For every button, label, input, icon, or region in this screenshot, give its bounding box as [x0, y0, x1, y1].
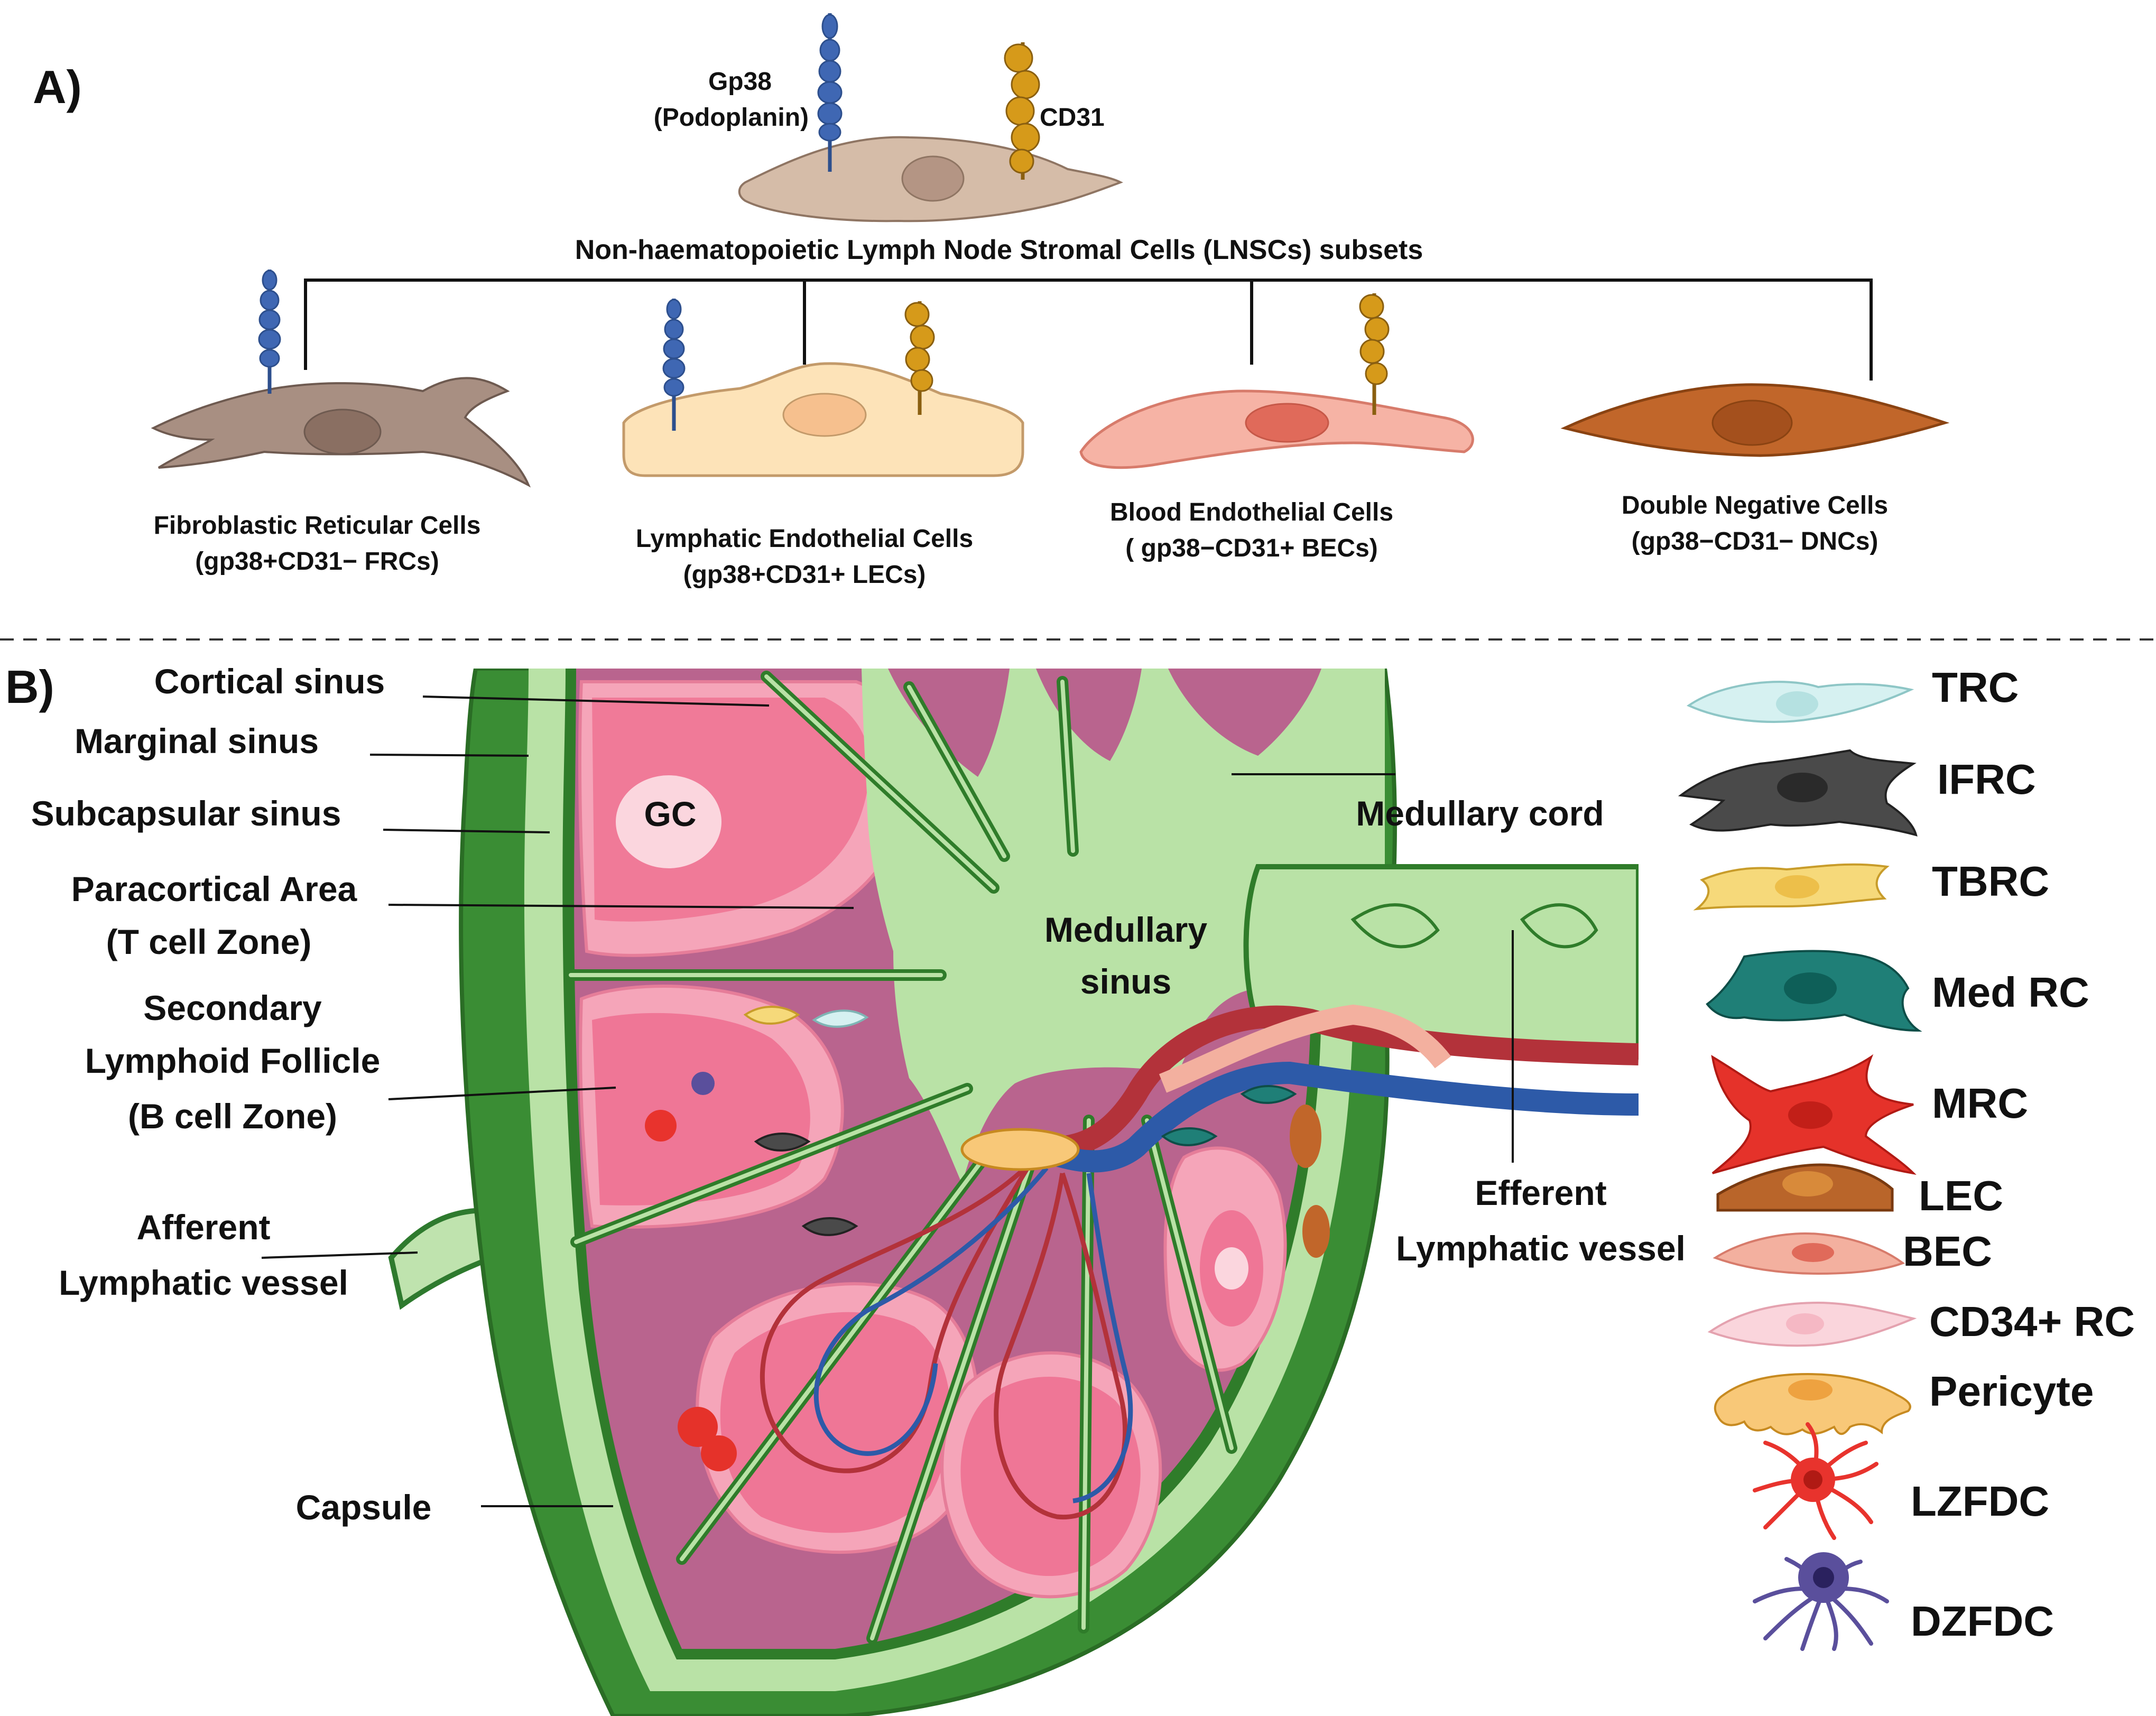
- medullary-sinus-label-line2: sinus: [1080, 962, 1171, 1001]
- podoplanin-label: (Podoplanin): [654, 104, 809, 132]
- lec-subset-cell-icon: [622, 362, 1024, 477]
- legend-cd34-rc-label: CD34+ RC: [1929, 1298, 2135, 1345]
- germinal-center: [616, 775, 721, 868]
- frc-cell-icon: [151, 377, 531, 488]
- bec-name: Blood Endothelial Cells: [1110, 498, 1393, 526]
- bec-subset-cell-icon: [1079, 389, 1474, 469]
- mrc-cell-icon: [1711, 1054, 1917, 1175]
- panel-b-label: B): [5, 661, 54, 713]
- panel-a: A) Gp38 (Podoplanin) CD31 Non-haemato: [33, 13, 1950, 589]
- dnc-name: Double Negative Cells: [1622, 491, 1888, 520]
- lymph-node-illustration: [388, 669, 1639, 1716]
- panel-a-label: A): [33, 61, 82, 113]
- subset-bracket: [304, 279, 1873, 381]
- leader-lines: [261, 695, 1514, 1507]
- paracortical-area-label: Paracortical Area: [71, 869, 358, 908]
- legend-dzfdc-label: DZFDC: [1911, 1598, 2054, 1645]
- subcapsular-sinus-label: Subcapsular sinus: [31, 794, 341, 833]
- cell-type-legend: TRC IFRC TBRC Med RC MRC: [1678, 664, 2135, 1651]
- afferent-lymphatic-vessel-label: Lymphatic vessel: [59, 1263, 348, 1302]
- ifrc-cell-icon: [1678, 749, 1918, 837]
- panel-b: B): [5, 661, 2135, 1716]
- cd31-receptor-icon: [1004, 42, 1040, 180]
- cd34-rc-cell-icon: [1707, 1301, 1917, 1347]
- cd31-label: CD31: [1040, 104, 1105, 132]
- bec-cell-icon: [1713, 1232, 1905, 1275]
- legend-bec-label: BEC: [1903, 1228, 1992, 1275]
- lec-name: Lymphatic Endothelial Cells: [636, 525, 973, 553]
- legend-lzfdc-label: LZFDC: [1911, 1478, 2049, 1525]
- b-cell-zone-label: (B cell Zone): [128, 1097, 337, 1136]
- afferent-label: Afferent: [136, 1208, 270, 1247]
- cortical-sinus-label: Cortical sinus: [154, 662, 385, 701]
- medullary-sinus-label-line1: Medullary: [1044, 910, 1207, 949]
- tbrc-cell-icon: [1693, 863, 1890, 911]
- frc-markers: (gp38+CD31− FRCs): [195, 548, 439, 576]
- capsule-label: Capsule: [296, 1488, 432, 1527]
- legend-med-rc-label: Med RC: [1932, 969, 2089, 1016]
- legend-tbrc-label: TBRC: [1932, 858, 2049, 905]
- gp38-receptor-icon: [817, 13, 843, 172]
- medullary-cord-label: Medullary cord: [1356, 794, 1604, 833]
- med-rc-cell-icon: [1706, 950, 1922, 1032]
- efferent-label: Efferent: [1475, 1173, 1606, 1212]
- dnc-cell-icon: [1560, 383, 1950, 457]
- legend-lec-label: LEC: [1919, 1172, 2003, 1219]
- trc-cell-icon: [1686, 681, 1914, 723]
- frc-gp38-receptor-icon: [258, 270, 281, 394]
- lnsc-title: Non-haematopoietic Lymph Node Stromal Ce…: [575, 235, 1423, 265]
- dzfdc-cell-icon: [1753, 1552, 1889, 1651]
- t-cell-zone-label: (T cell Zone): [106, 922, 312, 961]
- bec-cd31-receptor-icon: [1359, 293, 1390, 415]
- lec-markers: (gp38+CD31+ LECs): [683, 561, 926, 589]
- marginal-sinus-label: Marginal sinus: [75, 721, 319, 760]
- scattered-stromal-cells: [645, 1006, 1330, 1471]
- efferent-lymphatic-vessel-label: Lymphatic vessel: [1396, 1229, 1686, 1268]
- secondary-label: Secondary: [143, 988, 322, 1027]
- lec-cd31-receptor-icon: [904, 301, 935, 415]
- gc-label: GC: [644, 794, 697, 833]
- dnc-markers: (gp38−CD31− DNCs): [1632, 527, 1879, 555]
- parent-lnsc-cell: [738, 136, 1123, 222]
- legend-pericyte-label: Pericyte: [1929, 1368, 2094, 1415]
- legend-mrc-label: MRC: [1932, 1080, 2028, 1127]
- lymphoid-follicle-label: Lymphoid Follicle: [85, 1041, 381, 1080]
- gp38-label: Gp38: [708, 68, 772, 96]
- lec-cell-icon: [1716, 1163, 1894, 1212]
- lec-gp38-receptor-icon: [662, 299, 686, 431]
- pericyte-cell-icon: [1714, 1372, 1911, 1435]
- legend-trc-label: TRC: [1932, 664, 2019, 711]
- frc-name: Fibroblastic Reticular Cells: [154, 512, 481, 540]
- lzfdc-cell-icon: [1753, 1422, 1879, 1540]
- legend-ifrc-label: IFRC: [1937, 756, 2036, 803]
- bec-markers: ( gp38−CD31+ BECs): [1125, 534, 1378, 562]
